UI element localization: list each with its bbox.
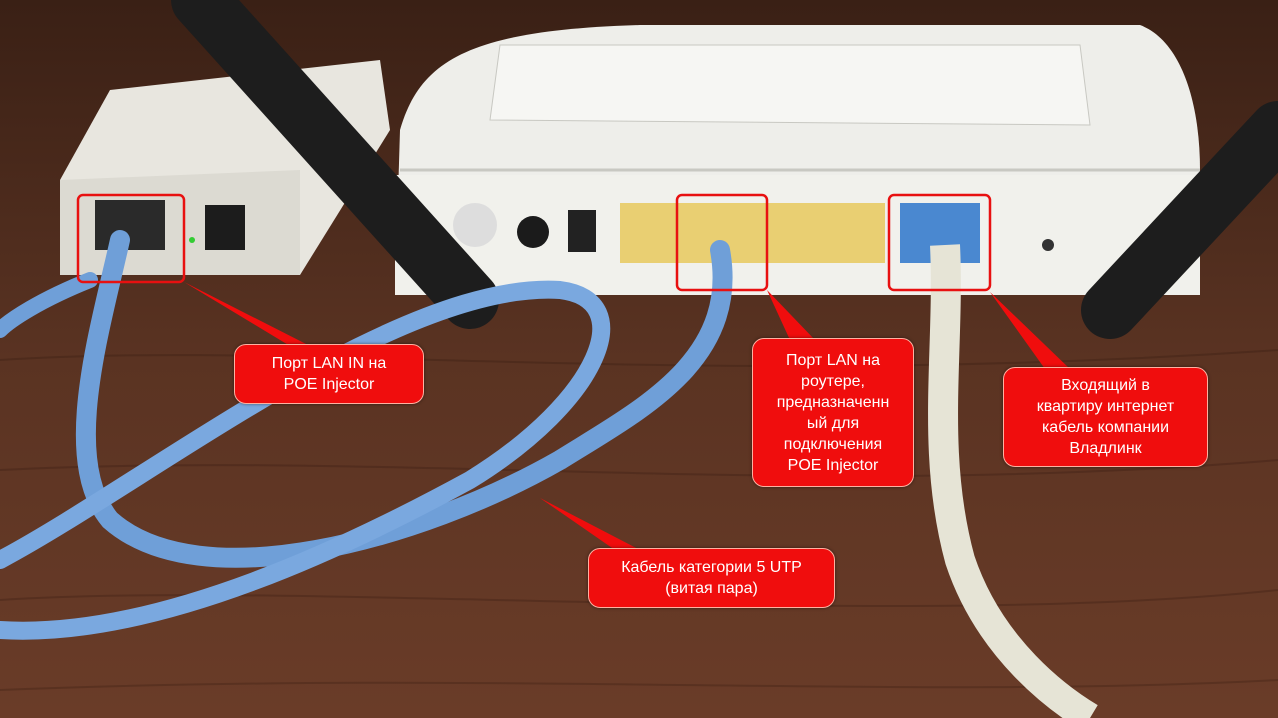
pointer-utp xyxy=(540,498,640,550)
router xyxy=(395,25,1200,295)
white-internet-cable xyxy=(928,244,1098,718)
lan-ports xyxy=(620,203,885,263)
highlight-router-lan-port xyxy=(675,193,769,292)
pointer-router-lan xyxy=(767,290,815,340)
callout-incoming-cable: Входящий в квартиру интернет кабель комп… xyxy=(1003,367,1208,467)
antenna-left xyxy=(171,0,499,329)
callout-router-lan: Порт LAN на роутере, предназначенн ый дл… xyxy=(752,338,914,487)
callout-poe-lan-in: Порт LAN IN на POE Injector xyxy=(234,344,424,404)
pointer-wan xyxy=(990,292,1070,369)
highlight-poe-port xyxy=(76,193,186,284)
antenna-right xyxy=(1081,101,1278,339)
highlight-wan-port xyxy=(887,193,992,292)
callout-utp-cable: Кабель категории 5 UTP (витая пара) xyxy=(588,548,835,608)
pointer-poe xyxy=(184,282,310,346)
blue-utp-cable xyxy=(0,230,733,640)
